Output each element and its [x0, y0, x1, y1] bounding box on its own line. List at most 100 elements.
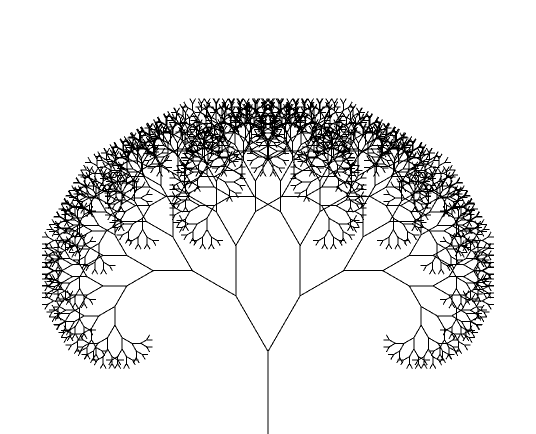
- tree-branch: [421, 364, 424, 369]
- tree-branch: [393, 230, 397, 238]
- tree-branch: [484, 243, 487, 248]
- tree-branch: [184, 235, 187, 240]
- tree-branch: [185, 108, 188, 113]
- tree-branch: [343, 232, 349, 235]
- tree-branch: [96, 354, 99, 359]
- tree-branch: [383, 255, 409, 270]
- tree-branch: [203, 244, 206, 249]
- tree-branch: [349, 235, 352, 240]
- tree-branch: [80, 319, 84, 327]
- tree-branch: [421, 307, 437, 316]
- tree-branch: [175, 193, 181, 196]
- tree-branch: [103, 349, 107, 357]
- tree-branch: [236, 296, 268, 352]
- tree-branch: [259, 142, 262, 147]
- tree-branch: [60, 307, 66, 310]
- tree-branch: [472, 294, 475, 299]
- tree-branch: [309, 171, 312, 176]
- tree-branch: [107, 155, 110, 160]
- tree-branch: [391, 354, 394, 359]
- tree-branch: [428, 349, 432, 357]
- tree-branch: [481, 220, 484, 225]
- tree-branch: [82, 231, 92, 237]
- tree-branch: [452, 170, 455, 175]
- tree-branch: [427, 149, 430, 154]
- tree-branch: [465, 345, 468, 350]
- tree-branch: [229, 190, 235, 193]
- tree-branch: [414, 204, 421, 217]
- tree-branch: [331, 244, 334, 249]
- tree-branch: [426, 262, 432, 265]
- tree-branch: [52, 231, 55, 236]
- tree-branch: [78, 236, 82, 244]
- tree-branch: [290, 99, 293, 104]
- tree-branch: [452, 215, 456, 223]
- tree-branch: [180, 216, 183, 221]
- tree-branch: [110, 266, 113, 271]
- tree-branch: [187, 232, 193, 235]
- tree-branch: [432, 269, 435, 274]
- tree-branch: [375, 154, 382, 167]
- tree-branch: [430, 269, 433, 274]
- tree-branch: [356, 204, 359, 209]
- tree-branch: [389, 198, 395, 201]
- tree-branch: [108, 349, 112, 357]
- tree-branch: [69, 345, 72, 350]
- tree-branch: [430, 364, 433, 369]
- tree-branch: [177, 222, 180, 227]
- tree-branch: [48, 240, 54, 243]
- tree-branch: [63, 277, 73, 283]
- tree-branch: [319, 237, 325, 240]
- tree-branch: [175, 181, 181, 184]
- tree-branch: [389, 340, 395, 343]
- tree-branch: [409, 286, 421, 307]
- tree-branch: [447, 340, 453, 343]
- tree-branch: [207, 206, 214, 219]
- tree-branch: [433, 246, 449, 255]
- tree-branch: [209, 244, 212, 249]
- tree-branch: [390, 151, 394, 159]
- tree-branch: [402, 192, 418, 201]
- tree-branch: [142, 182, 145, 187]
- tree-branch: [433, 364, 436, 369]
- tree-branch: [101, 269, 104, 274]
- tree-branch: [186, 211, 190, 219]
- tree-branch: [335, 110, 339, 118]
- tree-branch: [344, 183, 347, 188]
- tree-branch: [389, 230, 393, 238]
- tree-branch: [84, 303, 87, 308]
- tree-branch: [310, 154, 317, 167]
- tree-branch: [115, 227, 118, 232]
- tree-branch: [157, 171, 160, 176]
- tree-branch: [357, 108, 360, 113]
- tree-branch: [124, 364, 127, 369]
- tree-branch: [443, 237, 446, 242]
- tree-branch: [143, 230, 147, 238]
- tree-branch: [387, 335, 390, 340]
- tree-branch: [136, 351, 142, 354]
- tree-branch: [217, 241, 220, 246]
- tree-branch: [193, 224, 197, 232]
- tree-branch: [91, 162, 97, 165]
- tree-branch: [318, 130, 321, 135]
- tree-branch: [386, 144, 389, 149]
- tree-branch: [50, 225, 53, 230]
- tree-branch: [173, 237, 193, 271]
- tree-branch: [339, 224, 343, 232]
- tree-branch: [48, 237, 54, 240]
- tree-branch: [315, 110, 319, 118]
- tree-branch: [426, 155, 429, 160]
- tree-branch: [390, 201, 402, 222]
- tree-branch: [215, 168, 218, 173]
- tree-branch: [59, 291, 65, 294]
- tree-branch: [45, 232, 48, 237]
- tree-branch: [418, 227, 421, 232]
- tree-branch: [146, 222, 172, 237]
- tree-branch: [178, 141, 182, 149]
- tree-branch: [132, 237, 138, 240]
- tree-branch: [471, 321, 477, 324]
- tree-branch: [325, 244, 328, 249]
- tree-branch: [277, 146, 283, 149]
- tree-branch: [108, 215, 111, 220]
